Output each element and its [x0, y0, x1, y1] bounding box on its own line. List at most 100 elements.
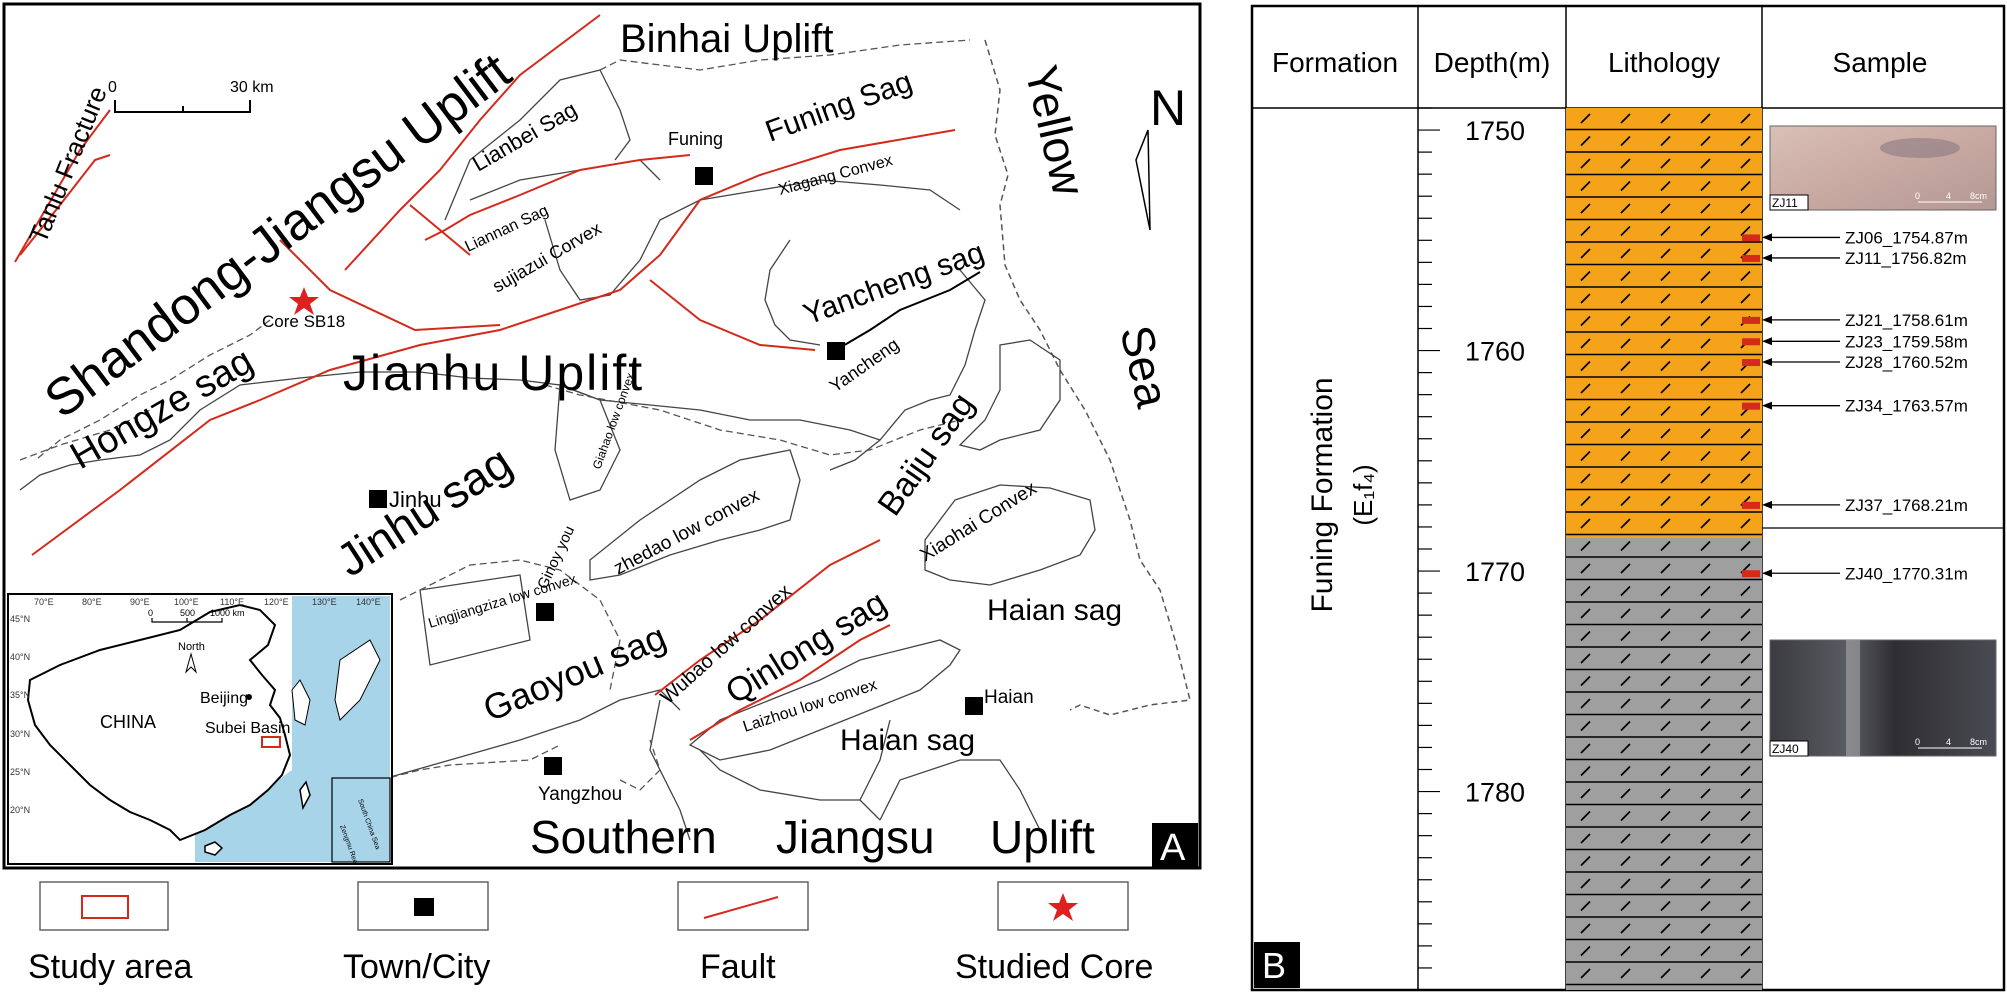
inset-north-arrow — [185, 652, 197, 674]
arrow-head-icon — [1762, 401, 1772, 410]
inset-scale-bar — [151, 618, 223, 623]
north-letter: N — [1150, 80, 1186, 136]
panel-a-map: 0 30 km N Binhai Uplift Shandong-Jiangsu… — [2, 2, 1202, 870]
legend-label-studied-core: Studied Core — [955, 948, 1153, 986]
label-haian-sag-upper: Haian sag — [987, 594, 1122, 627]
lithology-pattern-1 — [1566, 537, 1762, 990]
lon-70: 70°E — [34, 597, 54, 607]
lat-35: 35°N — [10, 690, 30, 700]
town-marker-funing — [695, 167, 713, 185]
legend-label-fault: Fault — [700, 948, 776, 986]
scale-end: 30 km — [230, 79, 274, 96]
photo-zj40-scale-0: 0 — [1915, 737, 1920, 747]
sample-label-2: ZJ21_1758.61m — [1845, 311, 1968, 330]
tanlu-fracture-line — [14, 109, 111, 263]
lat-25: 25°N — [10, 767, 30, 777]
label-binhai-uplift: Binhai Uplift — [620, 17, 833, 61]
legend-studied-core: Studied Core — [955, 881, 1153, 986]
inset-capital: Beijing — [200, 690, 248, 707]
header-sample: Sample — [1833, 47, 1928, 78]
depth-label-1750: 1750 — [1465, 116, 1525, 146]
sample-label-3: ZJ23_1759.58m — [1845, 332, 1968, 351]
sample-label-1: ZJ11_1756.82m — [1845, 249, 1967, 268]
town-marker-jinhu — [369, 490, 387, 508]
depth-label-1780: 1780 — [1465, 778, 1525, 808]
sample-label-5: ZJ34_1763.57m — [1845, 397, 1968, 416]
inset-longitudes: 70°E 80°E 90°E 100°E 110°E 120°E 130°E 1… — [34, 597, 381, 607]
formation-name: Funing Formation — [1306, 377, 1339, 612]
panel-a-tag-box — [1152, 823, 1198, 867]
hainan — [204, 841, 224, 856]
lat-30: 30°N — [10, 729, 30, 739]
panel-b-tag: B — [1262, 945, 1286, 986]
lon-140: 140°E — [356, 597, 381, 607]
header-formation: Formation — [1272, 47, 1398, 78]
photo-zj11-scale-4: 4 — [1946, 191, 1951, 201]
photo-zj11-scale-8: 8cm — [1970, 191, 1987, 201]
town-marker-yangzhou — [544, 757, 562, 775]
lithology-pattern-0 — [1566, 108, 1762, 538]
photo-zj40: ZJ40 0 4 8cm — [1769, 639, 1997, 757]
lon-120: 120°E — [264, 597, 289, 607]
inset-scale-1000: 1000 km — [210, 608, 245, 618]
label-jianhu-uplift: Jianhu Uplift — [343, 345, 644, 401]
legend-study-area: Study area — [28, 881, 193, 986]
star-icon — [289, 287, 319, 315]
panel-a-tag: A — [1160, 827, 1186, 869]
faults — [19, 14, 956, 741]
label-southern: Southern — [530, 811, 717, 863]
town-label-jinhu: Jinhu — [389, 487, 442, 512]
legend-town-city: Town/City — [343, 881, 490, 986]
photo-zj40-scale-4: 4 — [1946, 737, 1951, 747]
towns: Funing Yancheng Jinhu Ginoy you Yangzhou… — [369, 129, 1034, 805]
legend: Study area Town/City Fault Studied Core — [28, 881, 1153, 986]
scale-bar: 0 30 km — [108, 79, 274, 113]
coastline — [984, 39, 1191, 716]
lithology-column — [1566, 108, 1762, 990]
inset-scale-500: 500 — [180, 608, 195, 618]
taiwan — [299, 780, 311, 811]
header-lithology: Lithology — [1608, 47, 1720, 78]
photo-zj40-label: ZJ40 — [1772, 742, 1799, 756]
sample-marker-2 — [1742, 316, 1760, 324]
arrow-head-icon — [1762, 358, 1772, 367]
inset-map: CHINA Beijing Subei Basin North 0 500 10… — [7, 593, 393, 867]
red-rectangle-icon — [81, 895, 129, 919]
sample-label-0: ZJ06_1754.87m — [1845, 228, 1968, 247]
inset-basin: Subei Basin — [205, 720, 290, 737]
photo-zj11: ZJ11 0 4 8cm — [1769, 125, 1997, 211]
north-arrow: N — [1135, 80, 1186, 231]
inset-north: North — [178, 641, 205, 653]
dashed-boundaries — [19, 39, 971, 791]
inset-country: CHINA — [100, 712, 156, 732]
depth-label-1770: 1770 — [1465, 557, 1525, 587]
inset-latitudes: 45°N 40°N 35°N 30°N 25°N 20°N — [10, 614, 30, 815]
photo-zj11-scale-0: 0 — [1915, 191, 1920, 201]
town-marker-haian — [965, 697, 983, 715]
arrow-head-icon — [1762, 337, 1772, 346]
black-square-icon — [414, 898, 434, 916]
sample-marker-3 — [1742, 338, 1760, 346]
lon-110: 110°E — [220, 597, 244, 607]
sample-label-7: ZJ40_1770.31m — [1845, 564, 1968, 583]
lon-130: 130°E — [312, 597, 337, 607]
legend-label-study-area: Study area — [28, 948, 193, 986]
town-marker-ginoyyou — [536, 603, 554, 621]
panel-b-tag-box — [1254, 942, 1300, 988]
beijing-dot — [246, 694, 252, 700]
header-depth: Depth(m) — [1434, 47, 1551, 78]
scs-box — [331, 777, 391, 863]
sample-label-4: ZJ28_1760.52m — [1845, 353, 1968, 372]
lon-100: 100°E — [174, 597, 199, 607]
sample-marker-5 — [1742, 402, 1760, 410]
legend-fault: Fault — [677, 881, 809, 986]
label-jiangsu: Jiangsu — [776, 811, 935, 863]
lat-45: 45°N — [10, 614, 30, 624]
sample-marker-6 — [1742, 501, 1760, 509]
red-line-icon — [703, 896, 779, 919]
china-outline — [26, 603, 292, 842]
label-haian-sag-lower: Haian sag — [840, 724, 975, 757]
sample-markers: ZJ06_1754.87mZJ11_1756.82mZJ21_1758.61mZ… — [1742, 228, 1968, 583]
